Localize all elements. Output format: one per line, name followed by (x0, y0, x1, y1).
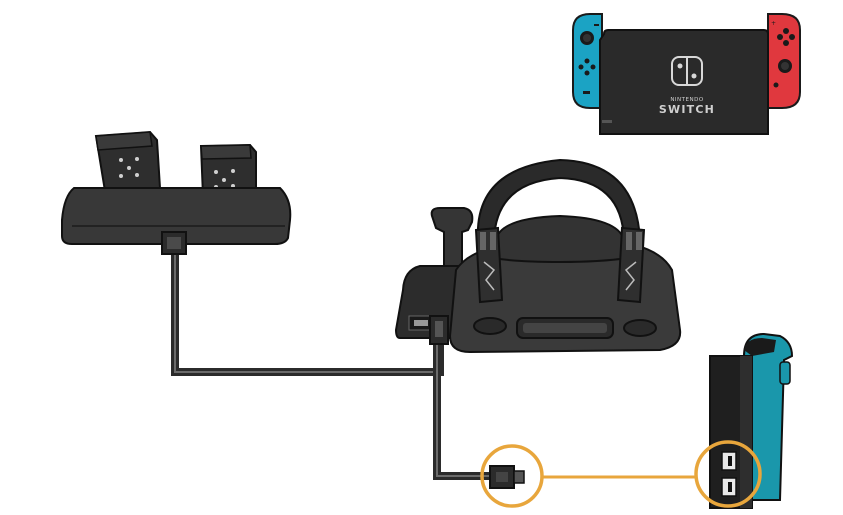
cables (171, 250, 492, 480)
usb-port-highlight (694, 440, 762, 508)
usb-connector-icon (489, 465, 525, 489)
pedal-unit-icon (61, 130, 292, 255)
switch-dock-side-icon (709, 332, 794, 509)
brand-line2: SWITCH (659, 103, 715, 116)
switch-dock (599, 29, 769, 135)
usb-connector-highlight (480, 444, 544, 508)
switch-logo-icon (671, 56, 703, 86)
brand-line1: NINTENDO (670, 97, 704, 103)
nintendo-switch-icon: + NINTENDO SWITCH (572, 13, 801, 135)
svg-text:+: + (771, 20, 776, 27)
steering-wheel-icon (394, 158, 682, 354)
connection-highlight (480, 440, 762, 508)
